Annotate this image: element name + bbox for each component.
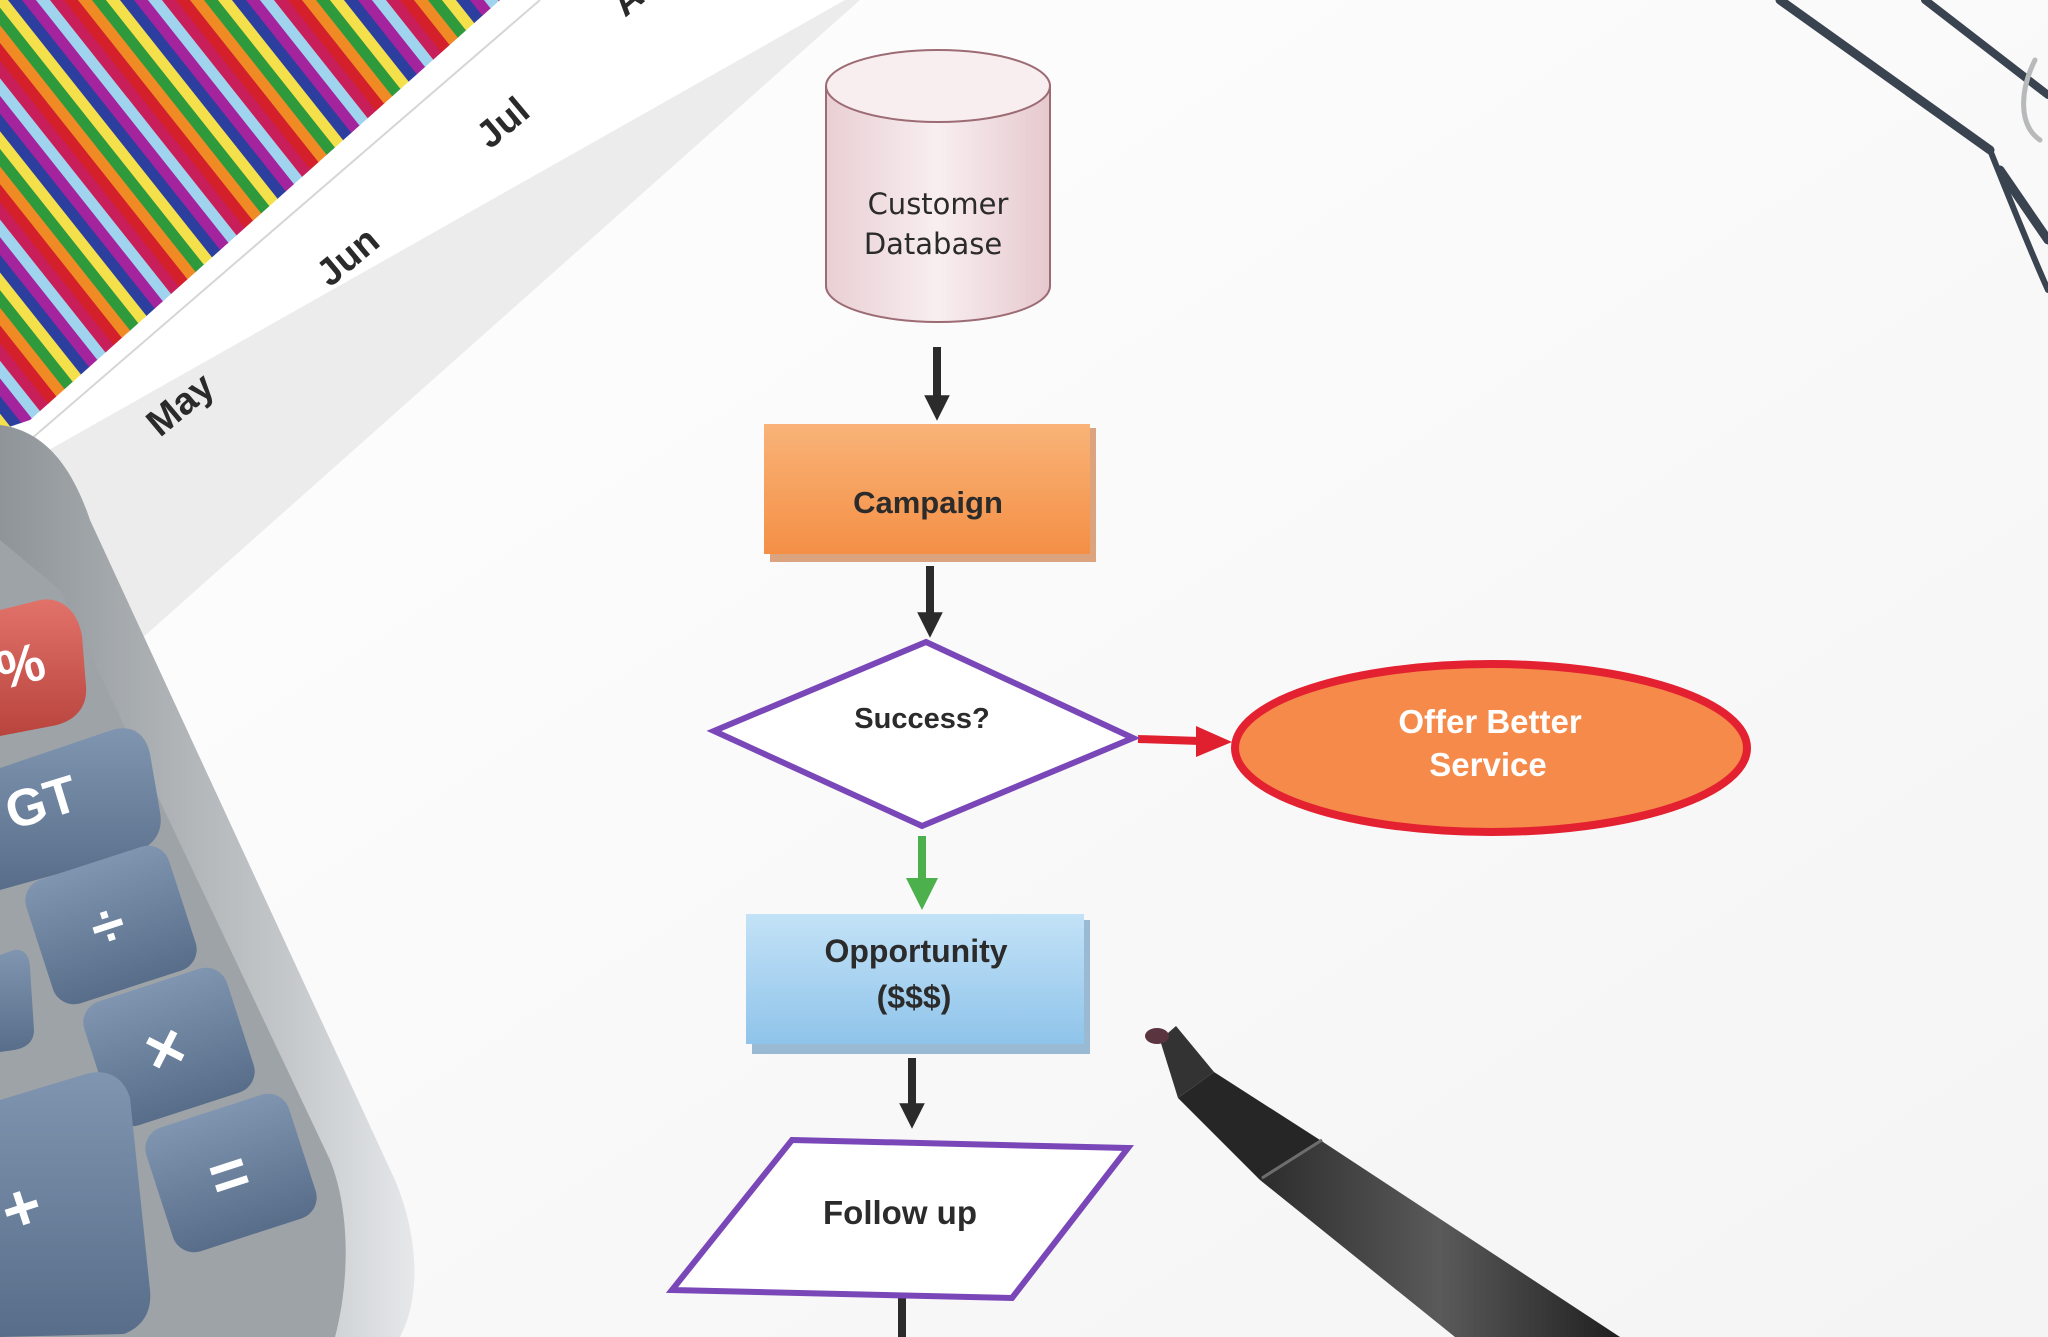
node-customer-database: Customer Database xyxy=(825,49,1051,323)
flow-connectors xyxy=(898,347,1232,1337)
chart-bar xyxy=(355,0,500,430)
node-opportunity: Opportunity ($$$) xyxy=(746,914,1090,1054)
key-gt[interactable]: GT xyxy=(0,728,161,890)
chart-bar xyxy=(0,0,83,430)
eyeglasses xyxy=(1775,0,2048,293)
chart-bar xyxy=(285,0,500,430)
chart-bar xyxy=(0,0,97,430)
key-multiply[interactable]: × xyxy=(78,962,261,1132)
arrow-head-opportunity xyxy=(906,878,938,910)
key-divide[interactable]: ÷ xyxy=(20,840,203,1010)
arrow-decision-to-offer xyxy=(1137,735,1201,745)
node-success-decision: Success? xyxy=(706,638,1141,830)
key-equals[interactable]: = xyxy=(140,1088,323,1258)
database-label-line1: Customer xyxy=(868,187,1009,221)
decision-label: Success? xyxy=(854,703,989,735)
opportunity-label-line1: Opportunity xyxy=(824,933,1007,969)
offer-label-line2: Service xyxy=(1429,746,1546,783)
node-offer-better-service: Offer Better Service xyxy=(1231,660,1751,836)
chart-bar xyxy=(369,0,500,430)
key-partial-left[interactable] xyxy=(0,949,34,1052)
offer-label-line1: Offer Better xyxy=(1398,703,1582,740)
marker-pen xyxy=(1145,1026,1620,1337)
background-chart-sheet: May Jun Jul A xyxy=(0,0,860,640)
campaign-label: Campaign xyxy=(853,485,1003,520)
follow-up-label: Follow up xyxy=(823,1194,977,1231)
chart-bar xyxy=(271,0,500,430)
calculator: % GT ÷ × + = xyxy=(0,425,415,1337)
chart-bar xyxy=(327,0,500,430)
chart-bar xyxy=(299,0,500,430)
node-follow-up: Follow up xyxy=(665,1136,1135,1302)
arrow-head-offer xyxy=(1196,726,1232,757)
key-percent[interactable]: % xyxy=(0,599,87,736)
opportunity-label-line2: ($$$) xyxy=(877,979,952,1015)
chart-bar xyxy=(313,0,500,430)
node-campaign: Campaign xyxy=(764,424,1096,562)
database-label-line2: Database xyxy=(864,227,1002,261)
chart-bar xyxy=(341,0,500,430)
key-plus[interactable]: + xyxy=(0,1072,151,1337)
